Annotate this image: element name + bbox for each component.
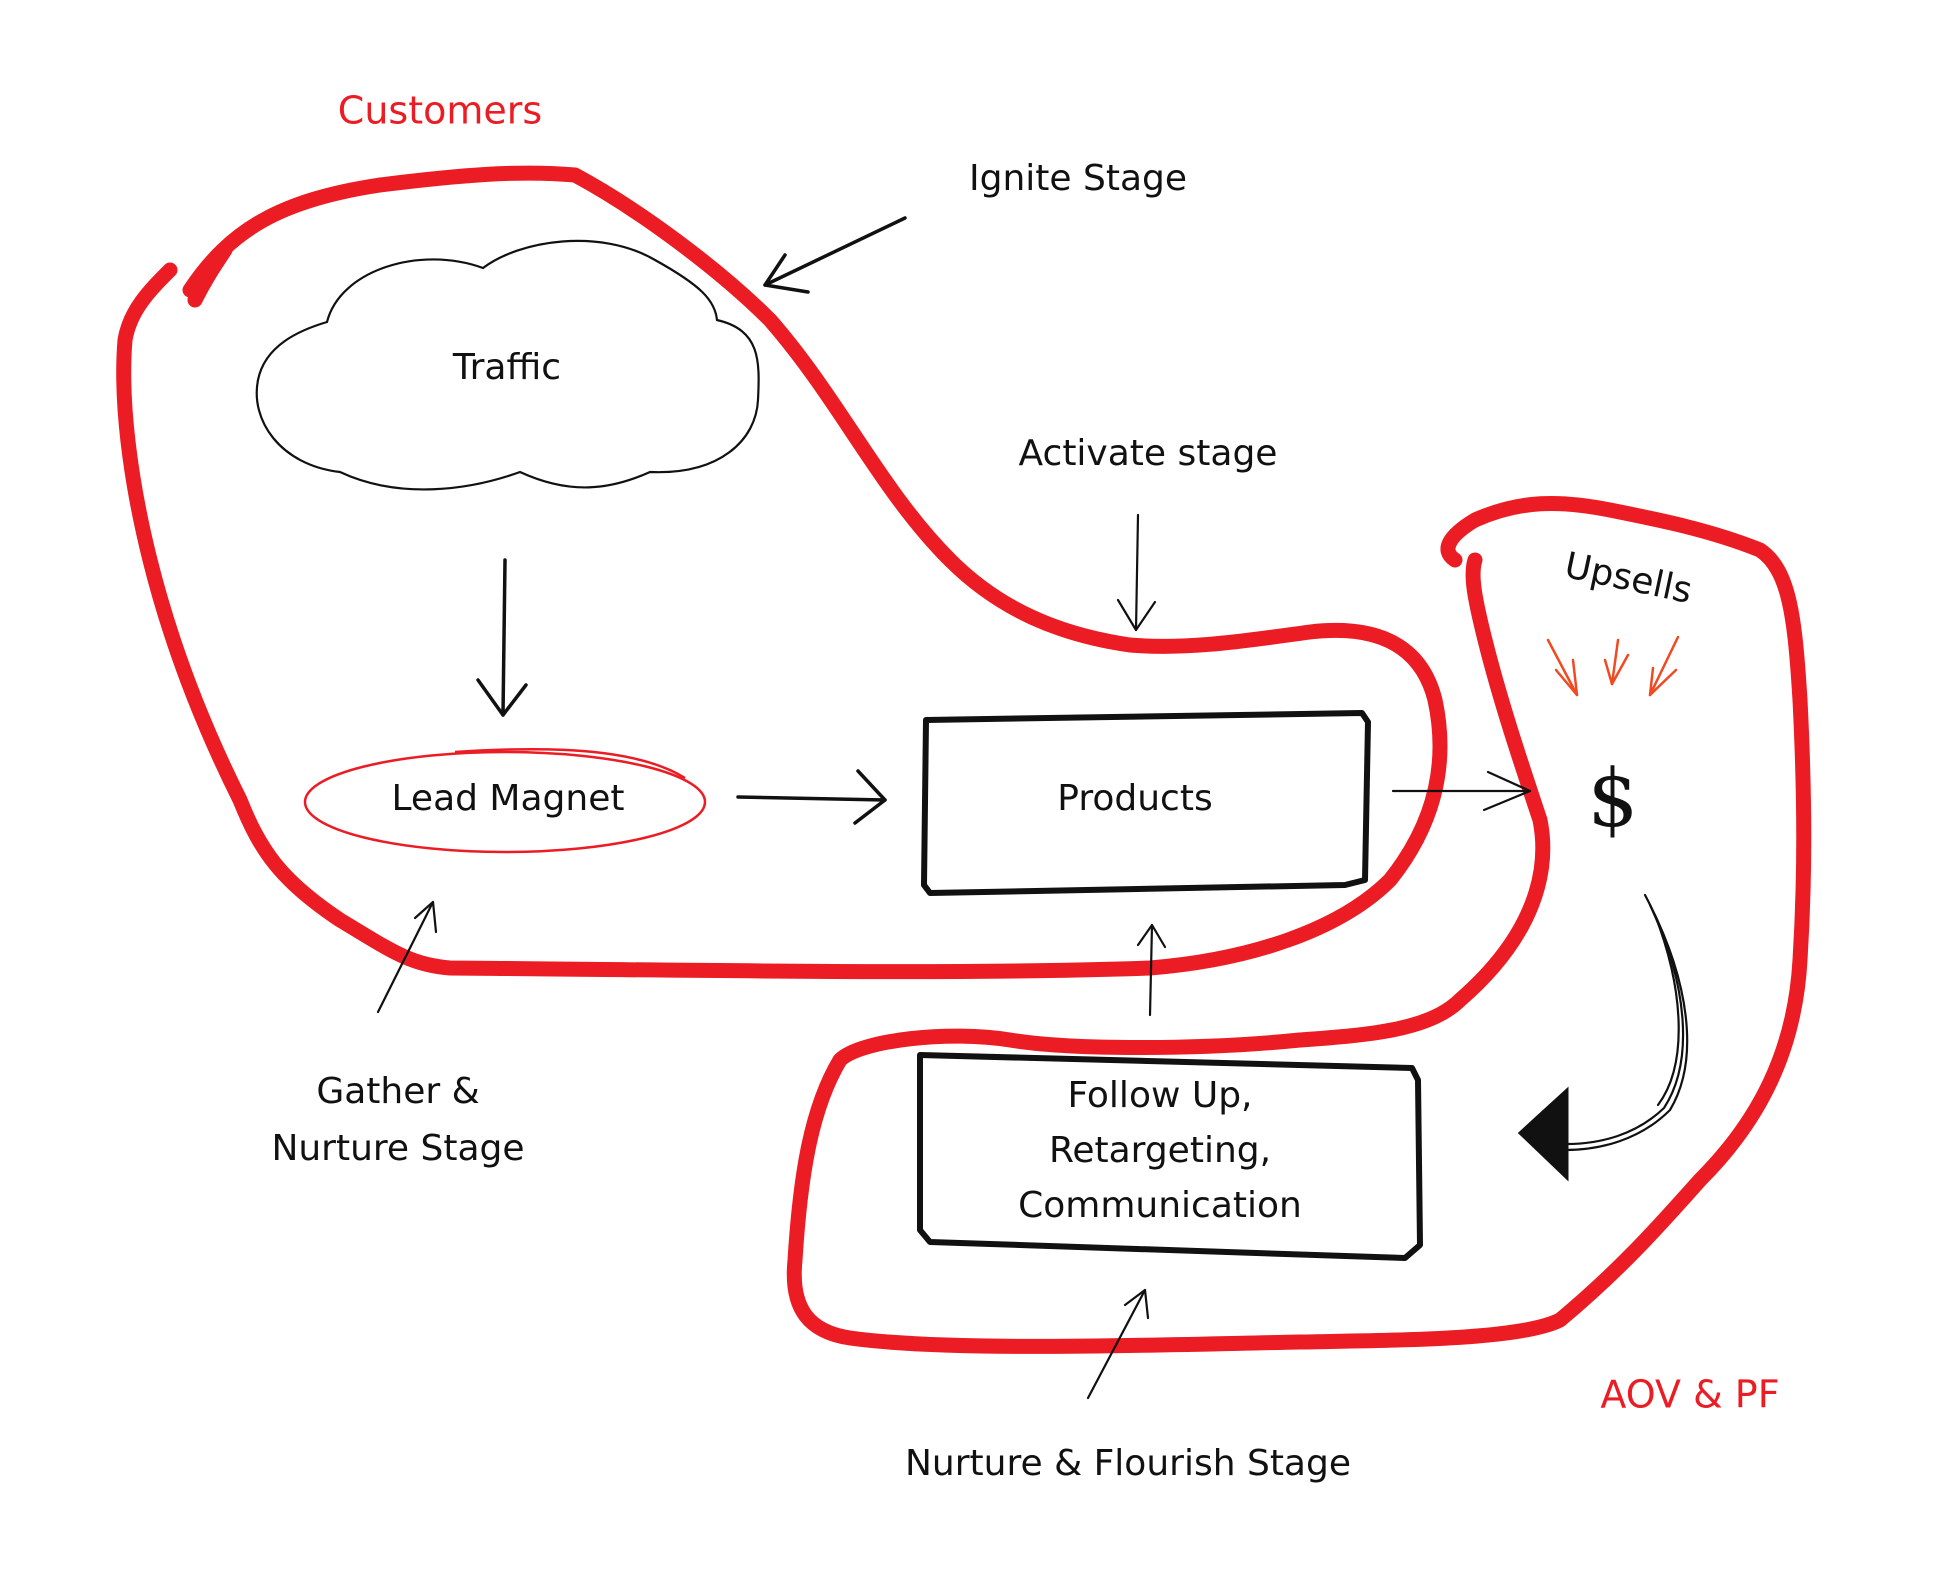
products-node: Products [921,710,1371,896]
traffic-label: Traffic [452,347,561,388]
follow-up-node: Follow Up, Retargeting, Communication [917,1052,1423,1261]
activate-stage-label: Activate stage [1019,433,1278,474]
follow-up-box [917,1052,1423,1261]
upsells-label: Upsells [1561,545,1696,612]
arrow-upsells-to-follow-up [1517,893,1689,1182]
traffic-node: Traffic [255,239,760,491]
lead-magnet-label: Lead Magnet [392,778,625,819]
customers-loop [116,165,1448,980]
products-label: Products [1057,778,1212,819]
customers-loop-tail [187,242,233,308]
activate-stage: Activate stage [1019,433,1278,632]
products-box [921,710,1371,896]
gather-nurture-stage: Gather & Nurture Stage [271,900,525,1169]
aov-pf-loop [786,495,1812,1354]
arrow-follow-up-to-products [1136,923,1167,1017]
upsells-node: Upsells $ [1546,545,1696,845]
gather-nurture-label-line-2: Nurture Stage [271,1128,524,1169]
cloud-icon [255,239,760,491]
orange-arrows [1546,635,1680,697]
nurture-flourish-stage: Nurture & Flourish Stage [905,1288,1351,1484]
arrow-products-to-upsells [1391,770,1532,812]
customers-label: Customers [338,89,542,133]
arrow-traffic-to-lead-magnet [476,558,528,717]
aov-pf-label: AOV & PF [1600,1373,1779,1417]
ignite-stage-label: Ignite Stage [969,158,1187,199]
arrow-lead-magnet-to-products [736,769,887,825]
gather-nurture-label-line-1: Gather & [316,1071,479,1112]
ignite-stage: Ignite Stage [763,158,1187,294]
follow-up-label-line-3: Communication [1018,1185,1302,1226]
dollar-icon: $ [1588,752,1639,845]
hatched-arrowhead-icon [1517,1086,1569,1182]
lead-magnet-oval [303,750,707,854]
follow-up-label-line-1: Follow Up, [1067,1075,1252,1116]
follow-up-label-line-2: Retargeting, [1049,1130,1271,1171]
nurture-flourish-label: Nurture & Flourish Stage [905,1443,1351,1484]
lead-magnet-node: Lead Magnet [303,747,707,854]
